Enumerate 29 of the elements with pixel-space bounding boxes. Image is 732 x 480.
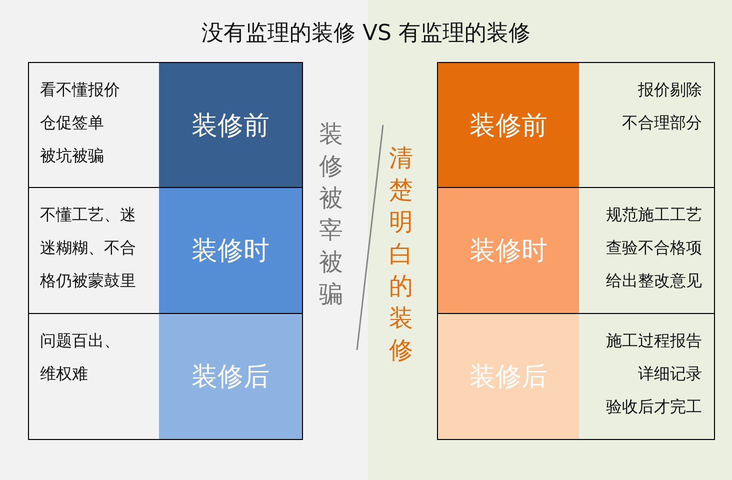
side-caption: 装修被宰被骗 — [318, 119, 344, 310]
side-caption: 清楚明白的装修 — [388, 143, 414, 366]
description-text: 仓促签单 — [40, 112, 105, 134]
description-text: 问题百出、 — [40, 330, 121, 352]
description-text: 给出整改意见 — [605, 270, 702, 292]
row-box — [437, 313, 715, 440]
stage-cell: 装修时 — [159, 188, 302, 313]
row-box — [28, 62, 303, 188]
description-text: 验收后才完工 — [605, 396, 702, 418]
row-box — [437, 62, 715, 188]
description-text: 施工过程报告 — [605, 330, 702, 352]
row-box — [437, 187, 715, 314]
description-text: 查验不合格项 — [605, 237, 702, 259]
description-text: 看不懂报价 — [40, 79, 121, 101]
description-text: 报价剔除 — [637, 79, 702, 101]
title: 没有监理的装修 VS 有监理的装修 — [200, 20, 532, 48]
row-box — [28, 313, 303, 440]
description-text: 不合理部分 — [621, 112, 702, 134]
stage-cell: 装修后 — [159, 314, 302, 439]
description-text: 规范施工工艺 — [605, 204, 702, 226]
description-text: 维权难 — [40, 363, 89, 385]
stage-cell: 装修前 — [438, 63, 579, 187]
stage-cell: 装修后 — [438, 314, 579, 439]
stage-cell: 装修时 — [438, 188, 579, 313]
description-text: 不懂工艺、迷迷糊糊、不合格仍被蒙鼓里 — [40, 204, 137, 292]
row-box — [28, 187, 303, 314]
stage-cell: 装修前 — [159, 63, 302, 187]
description-text: 被坑被骗 — [40, 145, 105, 167]
description-text: 详细记录 — [637, 363, 702, 385]
